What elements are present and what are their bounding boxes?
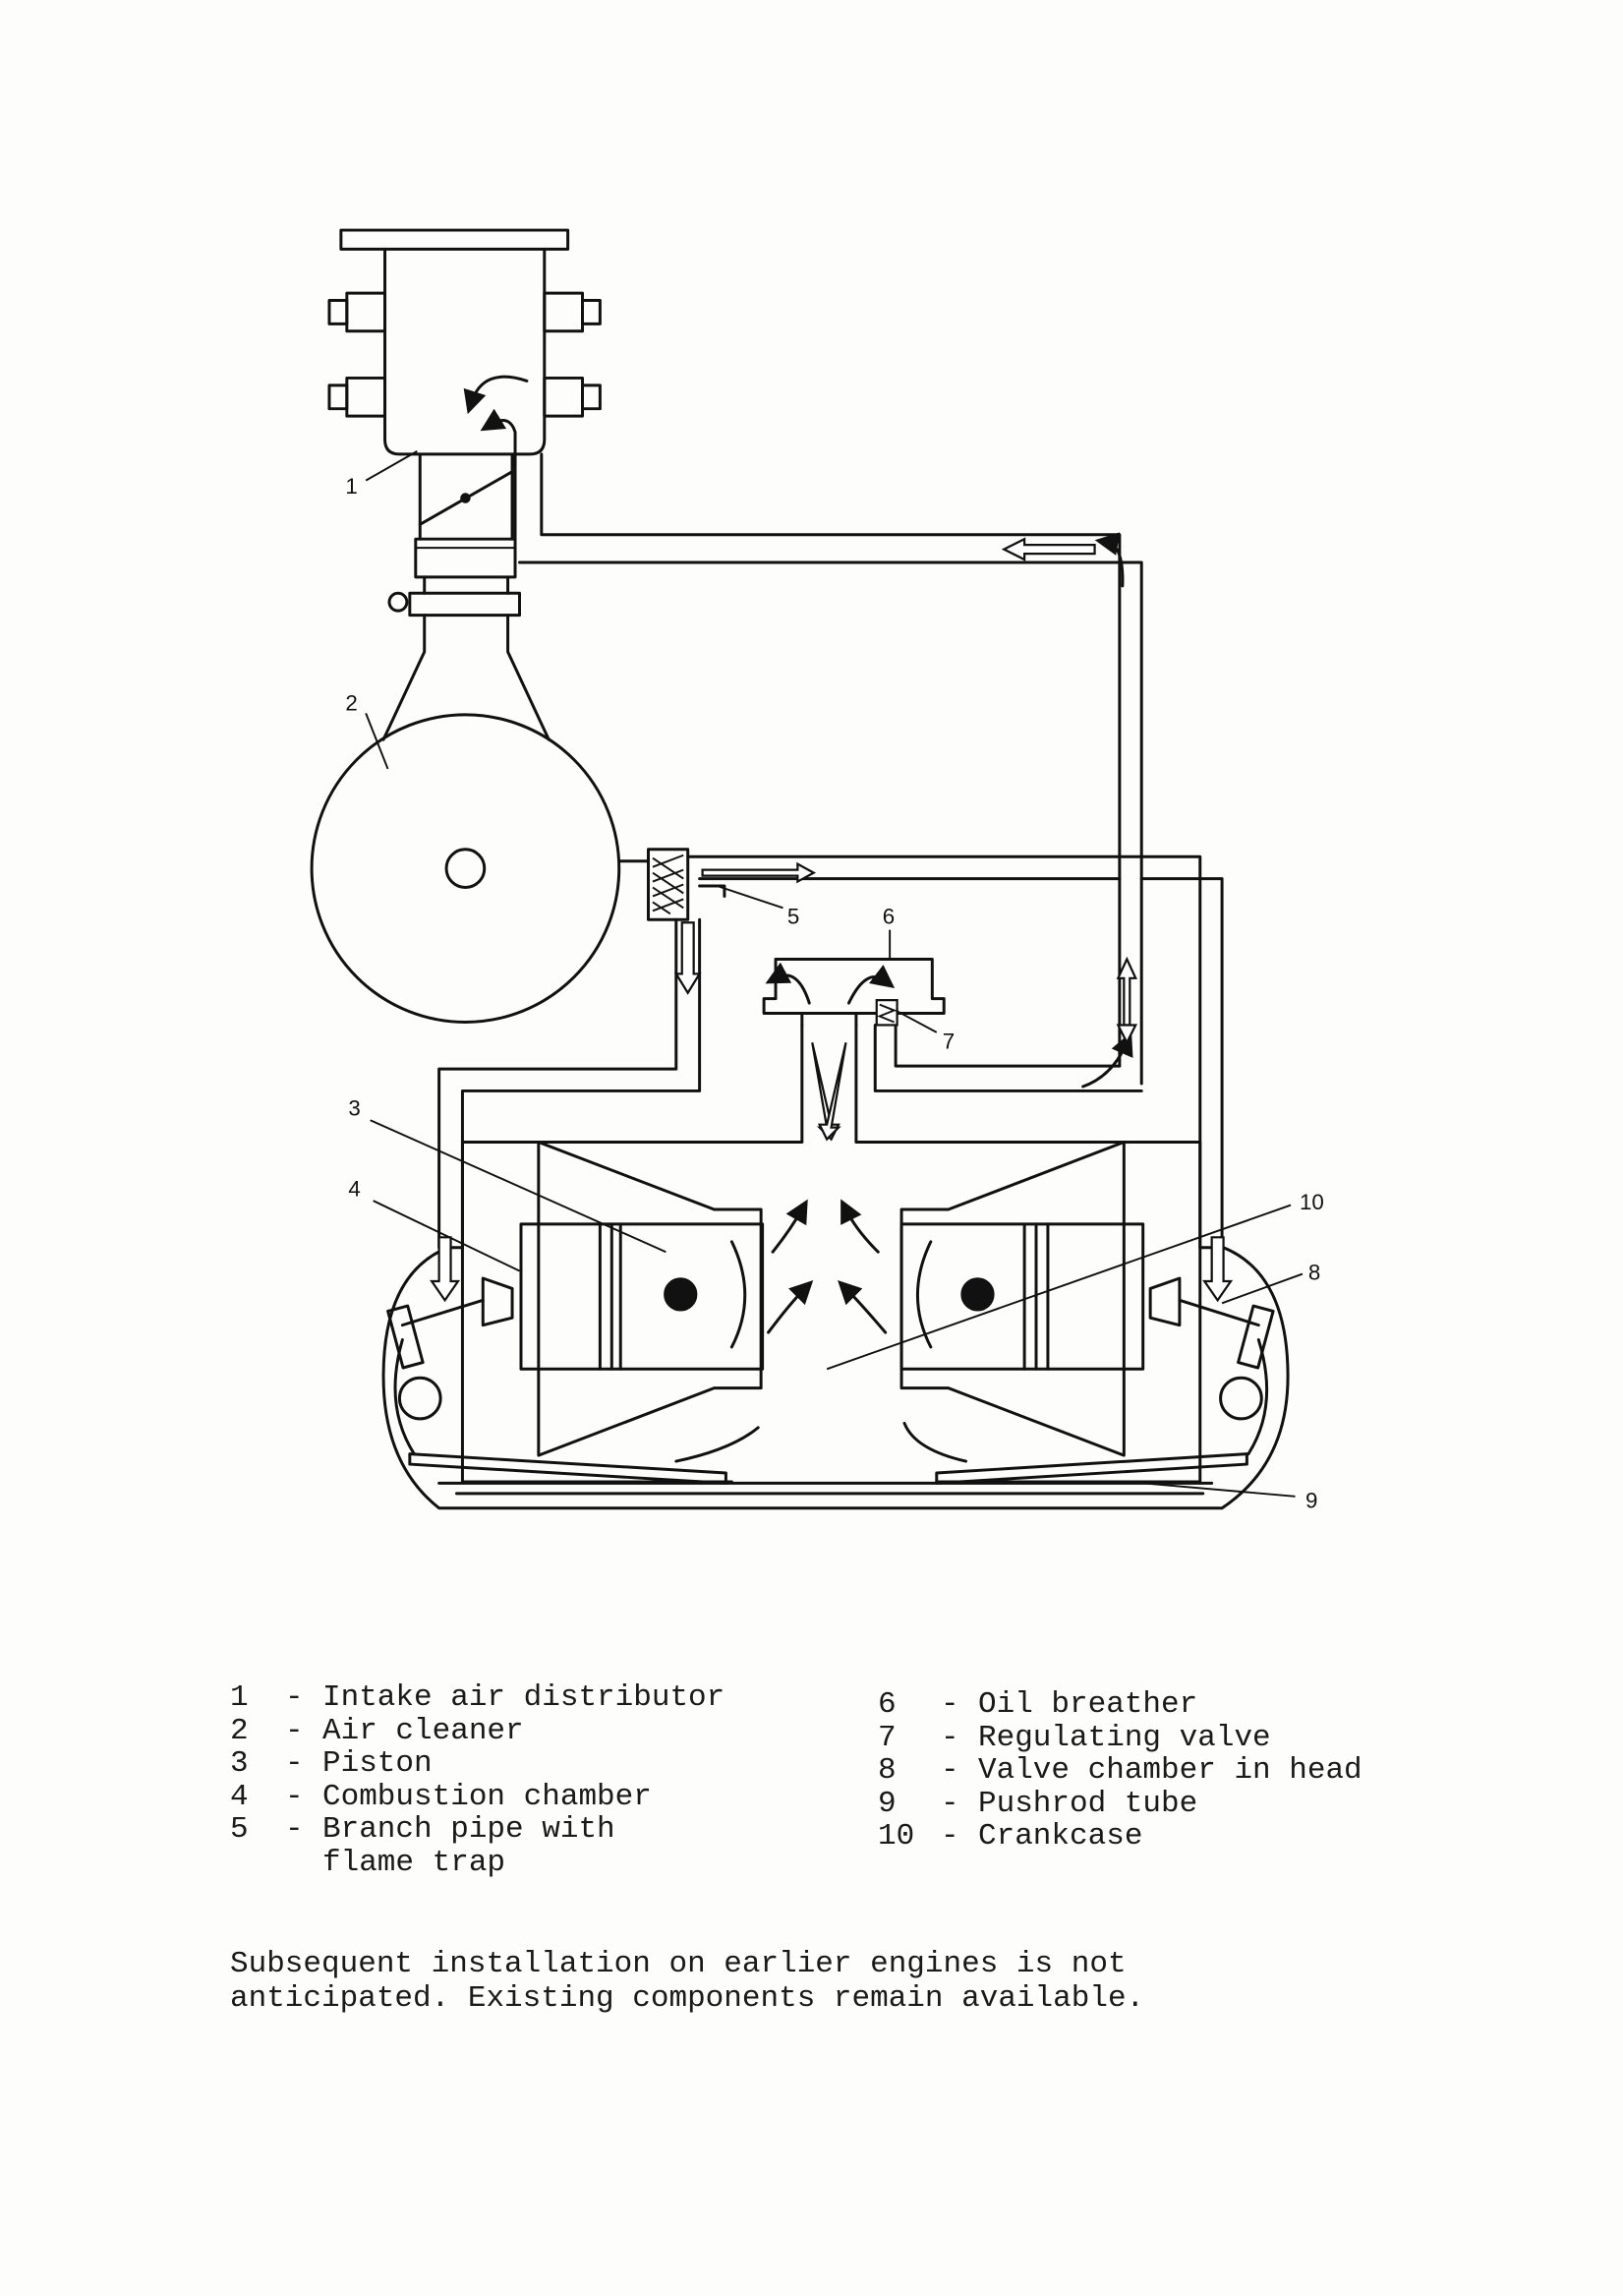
legend-item-continuation: flame trap xyxy=(230,1845,725,1880)
legend-label: Intake air distributor xyxy=(322,1680,725,1715)
legend-number: 4 xyxy=(230,1779,249,1814)
legend-label: Combustion chamber xyxy=(322,1779,652,1814)
flow-arrows xyxy=(674,1199,968,1463)
legend-item: 9 -Pushrod tube xyxy=(878,1786,1362,1821)
legend-item: 8 -Valve chamber in head xyxy=(878,1754,1362,1788)
callout-8: 8 xyxy=(1308,1260,1320,1284)
callout-2: 2 xyxy=(345,690,357,715)
legend-number-blank xyxy=(230,1847,285,1880)
legend-item: 1 -Intake air distributor xyxy=(230,1681,725,1715)
legend-label: Air cleaner xyxy=(322,1713,524,1748)
installation-note: Subsequent installation on earlier engin… xyxy=(230,1947,1144,2016)
crankcase xyxy=(381,1141,1290,1510)
legend-number: 1 xyxy=(230,1680,249,1715)
legend-label: Valve chamber in head xyxy=(978,1753,1362,1788)
legend-item: 10-Crankcase xyxy=(878,1820,1362,1854)
note-line: anticipated. Existing components remain … xyxy=(230,1981,1145,2016)
legend-dash: - xyxy=(285,1680,304,1715)
legend-dash: - xyxy=(941,1819,959,1854)
legend-dash: - xyxy=(941,1786,959,1821)
legend-item: 3 -Piston xyxy=(230,1747,725,1781)
callout-7: 7 xyxy=(943,1029,955,1053)
callout-3: 3 xyxy=(348,1096,360,1121)
legend-dash: - xyxy=(941,1720,959,1755)
legend-dash-blank xyxy=(285,1847,322,1880)
callout-5: 5 xyxy=(787,905,799,929)
throttle-throat xyxy=(387,452,521,618)
legend-dash: - xyxy=(285,1779,304,1814)
legend-label: Crankcase xyxy=(978,1819,1143,1854)
flame-trap xyxy=(647,848,817,995)
legend-label: Oil breather xyxy=(978,1687,1198,1722)
callout-6: 6 xyxy=(883,905,895,929)
legend-number: 9 xyxy=(878,1786,897,1821)
legend-number: 7 xyxy=(878,1720,897,1755)
legend-item: 2 -Air cleaner xyxy=(230,1713,725,1748)
legend-number: 8 xyxy=(878,1753,897,1788)
breather-pipes xyxy=(437,452,1224,1250)
callout-4: 4 xyxy=(348,1177,360,1202)
legend-item: 6 -Oil breather xyxy=(878,1688,1362,1722)
legend-label: Piston xyxy=(322,1746,433,1781)
legend-number: 3 xyxy=(230,1746,249,1781)
callout-10: 10 xyxy=(1300,1190,1324,1214)
legend-number: 5 xyxy=(230,1812,249,1847)
legend-number: 2 xyxy=(230,1713,249,1748)
left-cylinder xyxy=(386,1141,765,1457)
legend-dash: - xyxy=(941,1687,959,1722)
legend-label: Pushrod tube xyxy=(978,1786,1198,1821)
legend-dash: - xyxy=(285,1713,304,1748)
legend-dash: - xyxy=(285,1746,304,1781)
legend-label: flame trap xyxy=(322,1845,506,1880)
air-cleaner xyxy=(310,614,650,1024)
legend-number: 10 xyxy=(878,1819,915,1854)
legend-item: 4 -Combustion chamber xyxy=(230,1779,725,1814)
legend-dash: - xyxy=(285,1812,304,1847)
legend-item: 5 -Branch pipe with xyxy=(230,1813,725,1847)
note-line: Subsequent installation on earlier engin… xyxy=(230,1947,1127,1981)
legend-dash: - xyxy=(941,1753,959,1788)
callout-9: 9 xyxy=(1305,1489,1317,1513)
leader-lines xyxy=(365,450,1304,1498)
right-cylinder xyxy=(899,1141,1275,1457)
legend-item: 7 -Regulating valve xyxy=(878,1720,1362,1755)
intake-air-distributor xyxy=(327,228,602,468)
oil-breather xyxy=(762,532,1138,1142)
legend-label: Branch pipe with xyxy=(322,1812,615,1847)
callout-1: 1 xyxy=(345,474,357,499)
legend-label: Regulating valve xyxy=(978,1720,1271,1755)
legend-number: 6 xyxy=(878,1687,897,1722)
